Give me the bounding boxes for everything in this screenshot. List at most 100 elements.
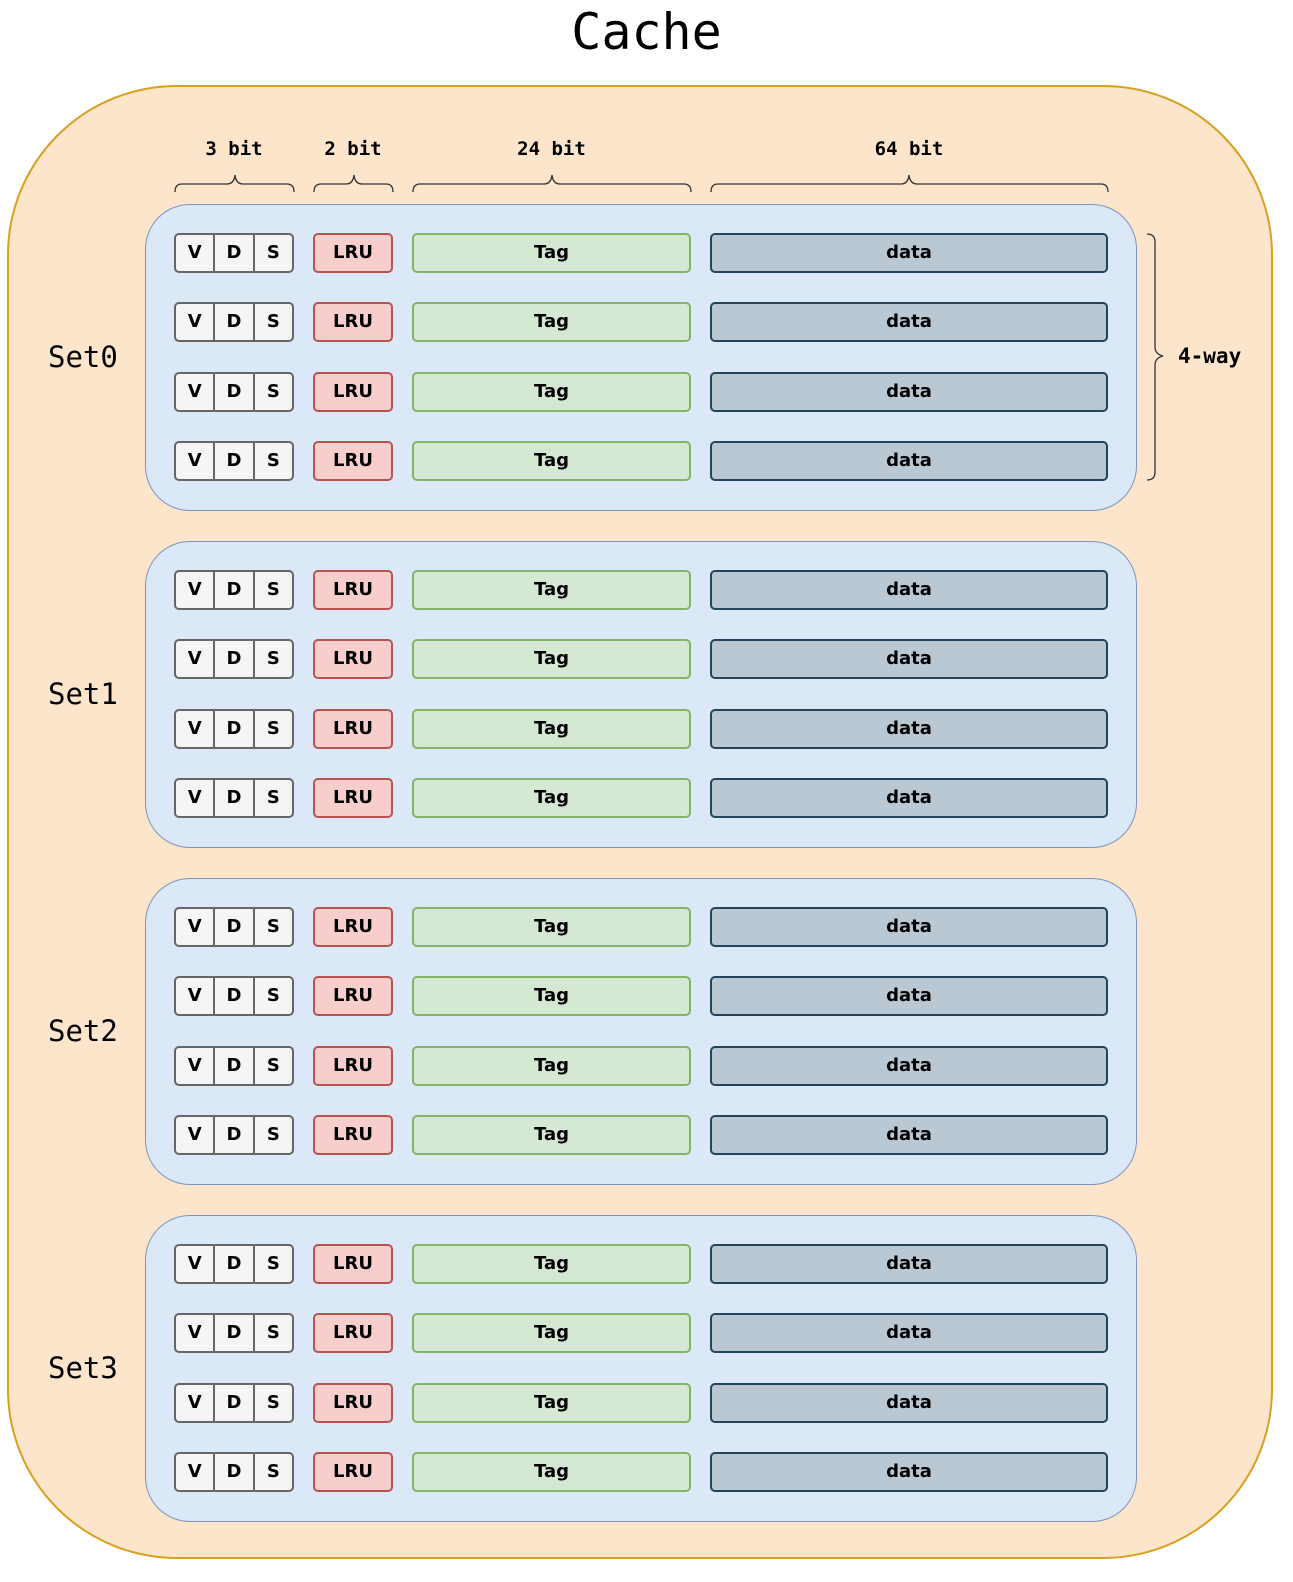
status-bit-v: V — [187, 718, 202, 739]
lru-field: LRU — [313, 907, 393, 947]
lru-field: LRU — [313, 372, 393, 412]
status-bit-s: S — [252, 1246, 292, 1282]
lru-field: LRU — [313, 302, 393, 342]
data-field: data — [710, 709, 1108, 749]
data-field: data — [710, 1383, 1108, 1423]
status-bit-v: V — [187, 916, 202, 937]
status-bit-d: D — [213, 711, 252, 747]
tag-field: Tag — [412, 372, 691, 412]
status-bit-v: V — [187, 311, 202, 332]
status-bit-s: S — [252, 1315, 292, 1351]
status-bit-s: S — [252, 374, 292, 410]
width-label-tag: 24 bit — [517, 138, 586, 160]
tag-field: Tag — [412, 233, 691, 273]
status-bit-d: D — [213, 1117, 252, 1153]
status-bit-d: D — [213, 1048, 252, 1084]
tag-field: Tag — [412, 1452, 691, 1492]
tag-field: Tag — [412, 976, 691, 1016]
lru-field: LRU — [313, 570, 393, 610]
brace-ways — [1146, 233, 1164, 481]
status-bit-s: S — [252, 1117, 292, 1153]
lru-field: LRU — [313, 1383, 393, 1423]
lru-field: LRU — [313, 1313, 393, 1353]
tag-field: Tag — [412, 709, 691, 749]
data-field: data — [710, 1452, 1108, 1492]
data-field: data — [710, 372, 1108, 412]
way-label: 4-way — [1178, 344, 1242, 368]
tag-field: Tag — [412, 907, 691, 947]
status-bit-s: S — [252, 978, 292, 1014]
set-label: Set1 — [48, 677, 118, 711]
data-field: data — [710, 1115, 1108, 1155]
status-bit-s: S — [252, 1454, 292, 1490]
data-field: data — [710, 570, 1108, 610]
data-field: data — [710, 1244, 1108, 1284]
tag-field: Tag — [412, 1383, 691, 1423]
diagram-title: Cache — [571, 3, 722, 61]
status-bit-s: S — [252, 443, 292, 479]
lru-field: LRU — [313, 639, 393, 679]
data-field: data — [710, 1313, 1108, 1353]
status-bit-v: V — [187, 1055, 202, 1076]
data-field: data — [710, 639, 1108, 679]
status-bit-d: D — [213, 1315, 252, 1351]
width-label-lru: 2 bit — [324, 138, 382, 160]
data-field: data — [710, 441, 1108, 481]
brace-data — [710, 174, 1109, 193]
set-label: Set0 — [48, 340, 118, 374]
status-bit-d: D — [213, 780, 252, 816]
tag-field: Tag — [412, 1313, 691, 1353]
brace-lru — [313, 174, 394, 193]
lru-field: LRU — [313, 976, 393, 1016]
status-bit-s: S — [252, 711, 292, 747]
status-bit-v: V — [187, 985, 202, 1006]
status-bit-v: V — [187, 1253, 202, 1274]
lru-field: LRU — [313, 233, 393, 273]
status-bit-d: D — [213, 235, 252, 271]
status-bit-d: D — [213, 572, 252, 608]
width-label-data: 64 bit — [874, 138, 944, 160]
status-bit-d: D — [213, 978, 252, 1014]
data-field: data — [710, 778, 1108, 818]
tag-field: Tag — [412, 1046, 691, 1086]
tag-field: Tag — [412, 1115, 691, 1155]
status-bit-s: S — [252, 909, 292, 945]
status-bit-v: V — [187, 1322, 202, 1343]
tag-field: Tag — [412, 302, 691, 342]
status-bit-s: S — [252, 572, 292, 608]
status-bit-v: V — [187, 648, 202, 669]
set-label: Set2 — [48, 1014, 118, 1048]
lru-field: LRU — [313, 1244, 393, 1284]
lru-field: LRU — [313, 1046, 393, 1086]
status-bit-v: V — [187, 1392, 202, 1413]
lru-field: LRU — [313, 1115, 393, 1155]
tag-field: Tag — [412, 1244, 691, 1284]
status-bit-d: D — [213, 1385, 252, 1421]
status-bit-s: S — [252, 1048, 292, 1084]
status-bit-s: S — [252, 235, 292, 271]
status-bit-s: S — [252, 641, 292, 677]
data-field: data — [710, 1046, 1108, 1086]
status-bit-v: V — [187, 450, 202, 471]
status-bit-d: D — [213, 909, 252, 945]
lru-field: LRU — [313, 778, 393, 818]
tag-field: Tag — [412, 570, 691, 610]
status-bit-v: V — [187, 242, 202, 263]
data-field: data — [710, 302, 1108, 342]
